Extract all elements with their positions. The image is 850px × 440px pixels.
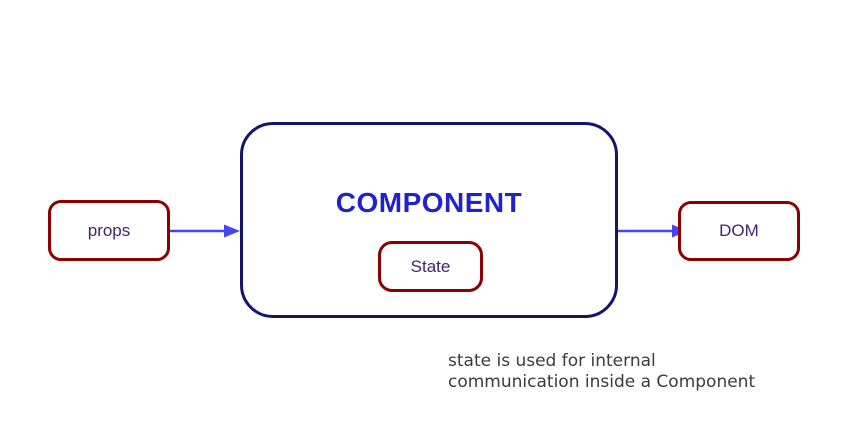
component-title: COMPONENT: [335, 187, 523, 218]
state-node-label: State: [410, 256, 451, 276]
arrow-props-to-component-icon: [170, 224, 240, 238]
dom-node: DOM: [678, 201, 800, 261]
caption-line-1: state is used for internal: [448, 351, 656, 371]
state-node: State: [378, 241, 483, 292]
dom-node-label: DOM: [719, 221, 759, 240]
caption-line-2: communication inside a Component: [448, 372, 756, 392]
props-node-label: props: [87, 220, 131, 240]
component-node: COMPONENT State: [240, 122, 618, 318]
caption: state is used for internal communication…: [448, 351, 755, 393]
props-node: props: [48, 200, 170, 261]
